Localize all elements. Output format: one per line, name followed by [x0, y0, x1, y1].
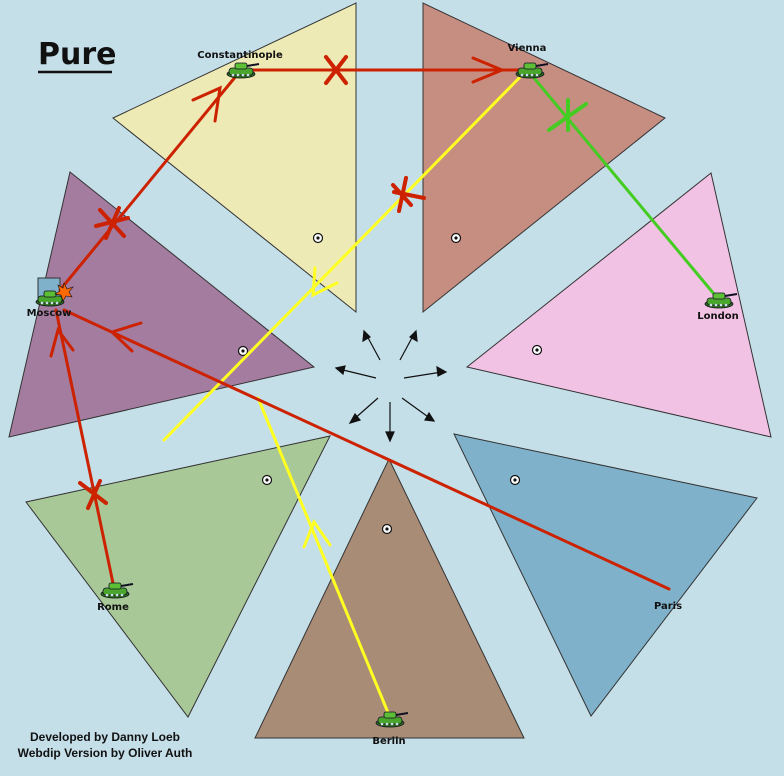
credit-line-2: Webdip Version by Oliver Auth [18, 746, 193, 760]
map-title: Pure [38, 37, 117, 72]
units [35, 62, 738, 728]
province-london[interactable] [465, 172, 772, 438]
order-vienna-moscow [162, 70, 527, 442]
label-moscow: Moscow [27, 308, 72, 319]
failed-order-x-icon [78, 479, 108, 510]
credit-line-1: Developed by Danny Loeb [30, 730, 180, 744]
province-rome[interactable] [25, 435, 331, 718]
dislodged-burst-icon [54, 282, 74, 302]
province-paris[interactable] [453, 433, 758, 717]
order-london-support-vienna [527, 70, 716, 296]
order-rome-moscow [54, 308, 116, 590]
failed-order-x-icon [391, 176, 426, 213]
supply-center-icon [261, 474, 273, 486]
label-berlin: Berlin [372, 736, 405, 747]
order-lines [49, 55, 716, 717]
order-paris-moscow [62, 308, 671, 591]
failed-order-x-icon [324, 55, 348, 85]
province-labels: Constantinople Vienna London Paris Berli… [27, 43, 739, 747]
failed-order-x-icon [94, 206, 130, 240]
supply-center-icon [237, 345, 249, 357]
support-cut-icon [547, 98, 588, 132]
supply-center-icon [312, 232, 324, 244]
province-constantinople[interactable] [112, 2, 357, 314]
province-vienna[interactable] [422, 2, 666, 314]
label-paris: Paris [654, 601, 682, 612]
supply-center-icon [450, 232, 462, 244]
center-compass-arrows [334, 329, 448, 443]
order-moscow-constantinople [58, 68, 243, 292]
label-vienna: Vienna [508, 43, 547, 54]
label-london: London [697, 311, 739, 322]
supply-center-icon [509, 474, 521, 486]
provinces [8, 2, 772, 739]
label-rome: Rome [97, 602, 129, 613]
province-berlin[interactable] [254, 457, 525, 739]
label-constantinople: Constantinople [197, 50, 283, 61]
supply-centers [237, 232, 543, 535]
order-berlin-moscow [256, 396, 391, 717]
supply-center-icon [531, 344, 543, 356]
supply-center-icon [381, 523, 393, 535]
